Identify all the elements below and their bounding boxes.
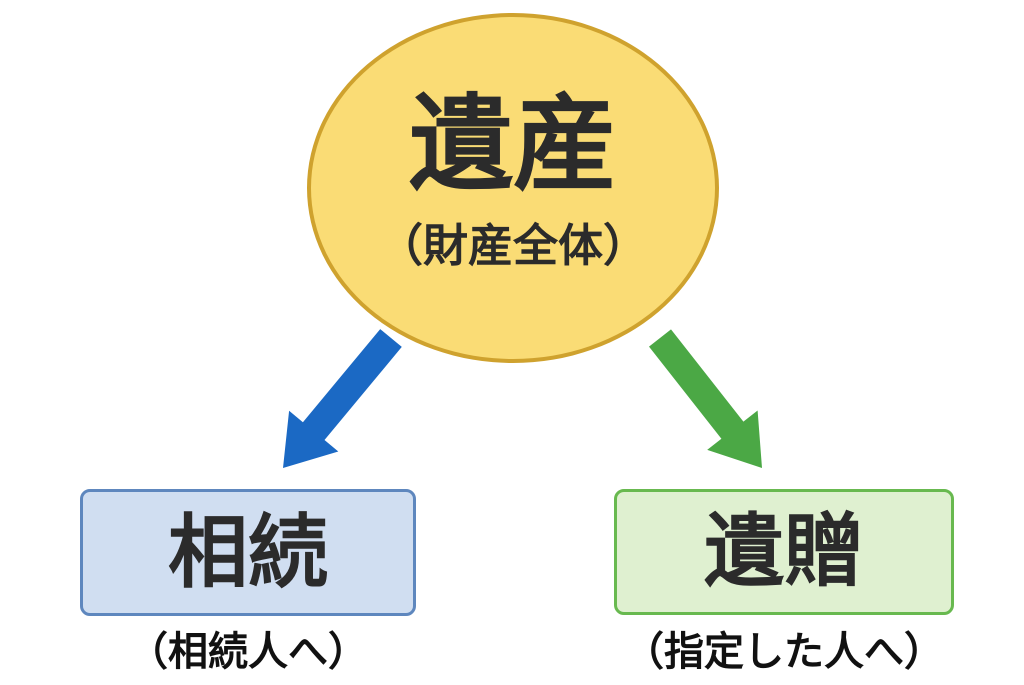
branch-node-inheritance-label: 相続 xyxy=(168,507,328,597)
arrow-down-left-icon xyxy=(283,329,402,468)
branch-node-bequest-label: 遺贈 xyxy=(704,507,864,596)
branch-caption-bequest: （指定した人へ） xyxy=(624,630,944,674)
root-node-title: 遺産 xyxy=(408,86,617,203)
branch-node-inheritance: 相続 xyxy=(80,489,416,616)
root-node-estate: 遺産 （財産全体） xyxy=(307,13,719,363)
root-node-subtitle: （財産全体） xyxy=(377,219,648,271)
branch-node-bequest: 遺贈 xyxy=(614,489,954,615)
branch-caption-inheritance: （相続人へ） xyxy=(128,630,368,674)
arrow-down-right-icon xyxy=(649,329,762,468)
